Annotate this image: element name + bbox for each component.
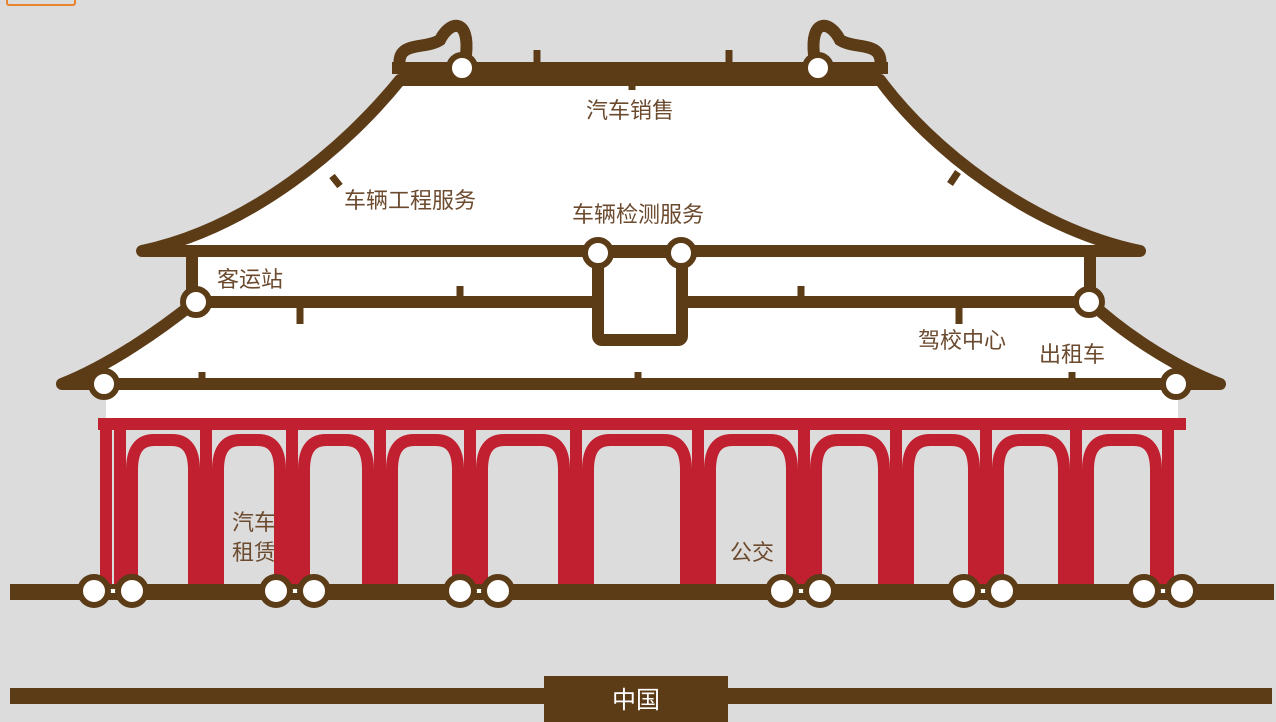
pillar [980, 430, 992, 586]
station-node-gate-left [582, 237, 614, 269]
arch [1082, 434, 1162, 586]
pillar [692, 430, 704, 586]
red-beam [98, 418, 1186, 430]
ground-station-node [115, 574, 149, 608]
label-vehicle-inspection: 车辆检测服务 [572, 203, 704, 228]
label-vehicle-engineering: 车辆工程服务 [344, 189, 476, 214]
arch [212, 434, 286, 586]
arch [902, 434, 980, 586]
banner-box [544, 676, 728, 722]
label-car-rental-line1: 汽车 [232, 511, 276, 536]
pillar-colonnade [100, 430, 1174, 586]
pillar [890, 430, 902, 586]
arch [476, 434, 570, 586]
arch [386, 434, 464, 586]
arch [582, 434, 692, 586]
right-ridge-ornament [807, 19, 887, 74]
label-driving-school: 驾校中心 [918, 329, 1006, 354]
pillar [374, 430, 386, 586]
station-node-ridge-left [446, 52, 478, 84]
label-car-rental-line2: 租赁 [232, 541, 276, 566]
station-node-ridge-right [802, 52, 834, 84]
arch [704, 434, 798, 586]
arch [298, 434, 374, 586]
station-node-gate-right [665, 237, 697, 269]
station-node-passenger [180, 286, 212, 318]
pillar [286, 430, 298, 586]
upper-roof [136, 74, 1146, 257]
ground-station-node [803, 574, 837, 608]
arch [992, 434, 1070, 586]
arch [126, 434, 200, 586]
pillar [464, 430, 476, 586]
banner-label: 中国 [612, 686, 660, 714]
ground-station-node [1127, 574, 1161, 608]
left-ridge-ornament [393, 19, 473, 74]
pillar [100, 430, 112, 586]
ground-station-node [77, 574, 111, 608]
ground-station-node [1165, 574, 1199, 608]
arch [810, 434, 890, 586]
roof-stations [88, 52, 1192, 400]
pillar [1070, 430, 1082, 586]
pillar [570, 430, 582, 586]
label-auto-sales: 汽车销售 [586, 99, 674, 124]
ground-line [10, 584, 1274, 600]
central-gate-box [592, 246, 688, 346]
ground-stations [77, 574, 1199, 608]
ground-station-node [259, 574, 293, 608]
label-passenger-station: 客运站 [217, 268, 283, 293]
ground-station-node [443, 574, 477, 608]
station-node-eave-left [88, 368, 120, 400]
station-node-mid-right [1073, 286, 1105, 318]
ground-station-node [947, 574, 981, 608]
pillar [798, 430, 810, 586]
beam-band [106, 390, 1178, 422]
pillar [114, 430, 126, 586]
station-node-eave-right [1160, 368, 1192, 400]
ground-station-node [765, 574, 799, 608]
label-taxi: 出租车 [1039, 343, 1105, 368]
pillar [200, 430, 212, 586]
corner-fragment [6, 0, 76, 6]
label-bus: 公交 [730, 541, 774, 566]
ground-station-node [297, 574, 331, 608]
ground-station-node [481, 574, 515, 608]
pillar [1162, 430, 1174, 586]
ground-station-node [985, 574, 1019, 608]
